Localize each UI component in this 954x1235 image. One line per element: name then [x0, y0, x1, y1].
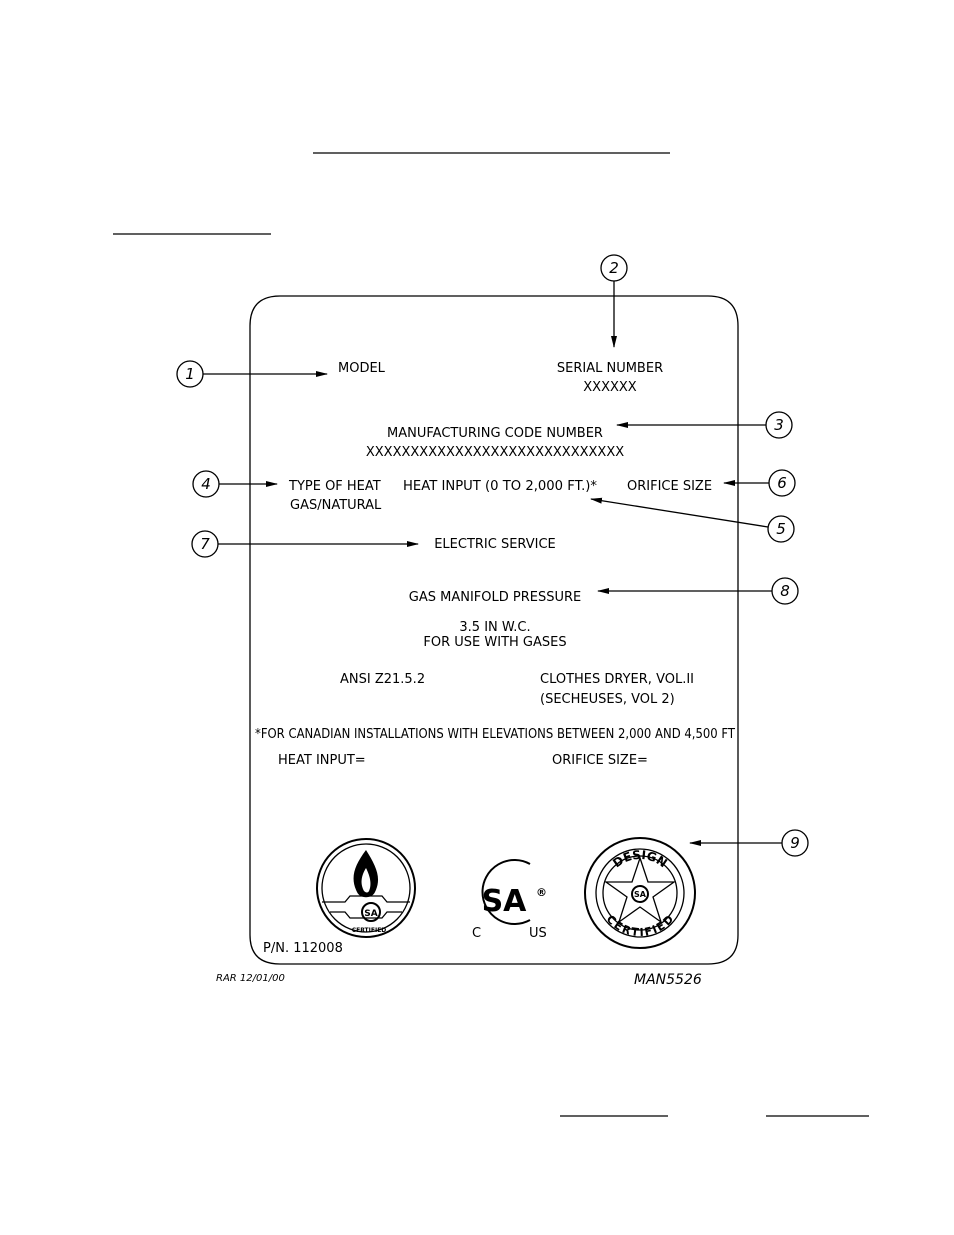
manifold-value: 3.5 IN W.C. — [459, 620, 530, 635]
dryer-fr-label: (SECHEUSES, VOL 2) — [540, 692, 675, 707]
csa-mark: SA ® C US — [472, 859, 547, 941]
heat-type-value: GAS/NATURAL — [290, 498, 382, 513]
heat-input-eq: HEAT INPUT= — [278, 753, 366, 768]
dryer-label: CLOTHES DRYER, VOL.II — [540, 672, 694, 687]
star-seal-bottom: CERTIFIED — [604, 913, 676, 939]
callout-number-5: 5 — [776, 520, 786, 538]
csa-registered: ® — [536, 886, 547, 899]
standard-label: ANSI Z21.5.2 — [340, 672, 425, 687]
star-seal-center: SA — [634, 890, 647, 899]
orifice-eq: ORIFICE SIZE= — [552, 753, 648, 768]
heat-type-label: TYPE OF HEAT — [288, 479, 381, 494]
csa-right-label: US — [529, 926, 547, 941]
footer-left-label: RAR 12/01/00 — [216, 973, 285, 984]
star-seal-top: DESIGN — [610, 848, 670, 871]
heat-input-label: HEAT INPUT (0 TO 2,000 FT.)* — [403, 479, 597, 494]
callout-number-8: 8 — [780, 582, 790, 600]
callout-number-9: 9 — [790, 834, 800, 852]
electric-label: ELECTRIC SERVICE — [434, 537, 556, 552]
callout-circle-5 — [767, 515, 795, 543]
csa-letters: SA — [482, 884, 528, 919]
serial-label: SERIAL NUMBER — [557, 361, 663, 376]
footer-right-label: MAN5526 — [634, 972, 702, 988]
model-label: MODEL — [338, 361, 386, 376]
flame-seal: SA CERTIFIED — [316, 838, 416, 938]
part-number: P/N. 112008 — [263, 941, 343, 956]
flame-seal-caption: CERTIFIED — [352, 927, 387, 934]
manifold-label: GAS MANIFOLD PRESSURE — [409, 590, 581, 605]
gases-label: FOR USE WITH GASES — [423, 635, 566, 650]
mfg-code-value: XXXXXXXXXXXXXXXXXXXXXXXXXXXXX — [366, 445, 624, 460]
callout-arrow-5 — [590, 497, 769, 528]
serial-value: XXXXXX — [583, 380, 637, 395]
callout-number-3: 3 — [774, 416, 784, 434]
csa-left-label: C — [472, 926, 481, 941]
callout-number-7: 7 — [200, 535, 210, 553]
callout-number-2: 2 — [609, 259, 619, 277]
star-icon — [603, 855, 677, 924]
callout-number-6: 6 — [777, 474, 787, 492]
canadian-note: *FOR CANADIAN INSTALLATIONS WITH ELEVATI… — [255, 727, 735, 742]
callout-number-4: 4 — [201, 475, 211, 493]
design-certified-seal: SA DESIGN CERTIFIED — [584, 837, 696, 949]
flame-seal-center: SA — [364, 909, 377, 919]
orifice-label: ORIFICE SIZE — [627, 479, 712, 494]
mfg-code-label: MANUFACTURING CODE NUMBER — [387, 426, 603, 441]
callout-number-1: 1 — [185, 365, 195, 383]
plate-outline — [249, 295, 739, 965]
